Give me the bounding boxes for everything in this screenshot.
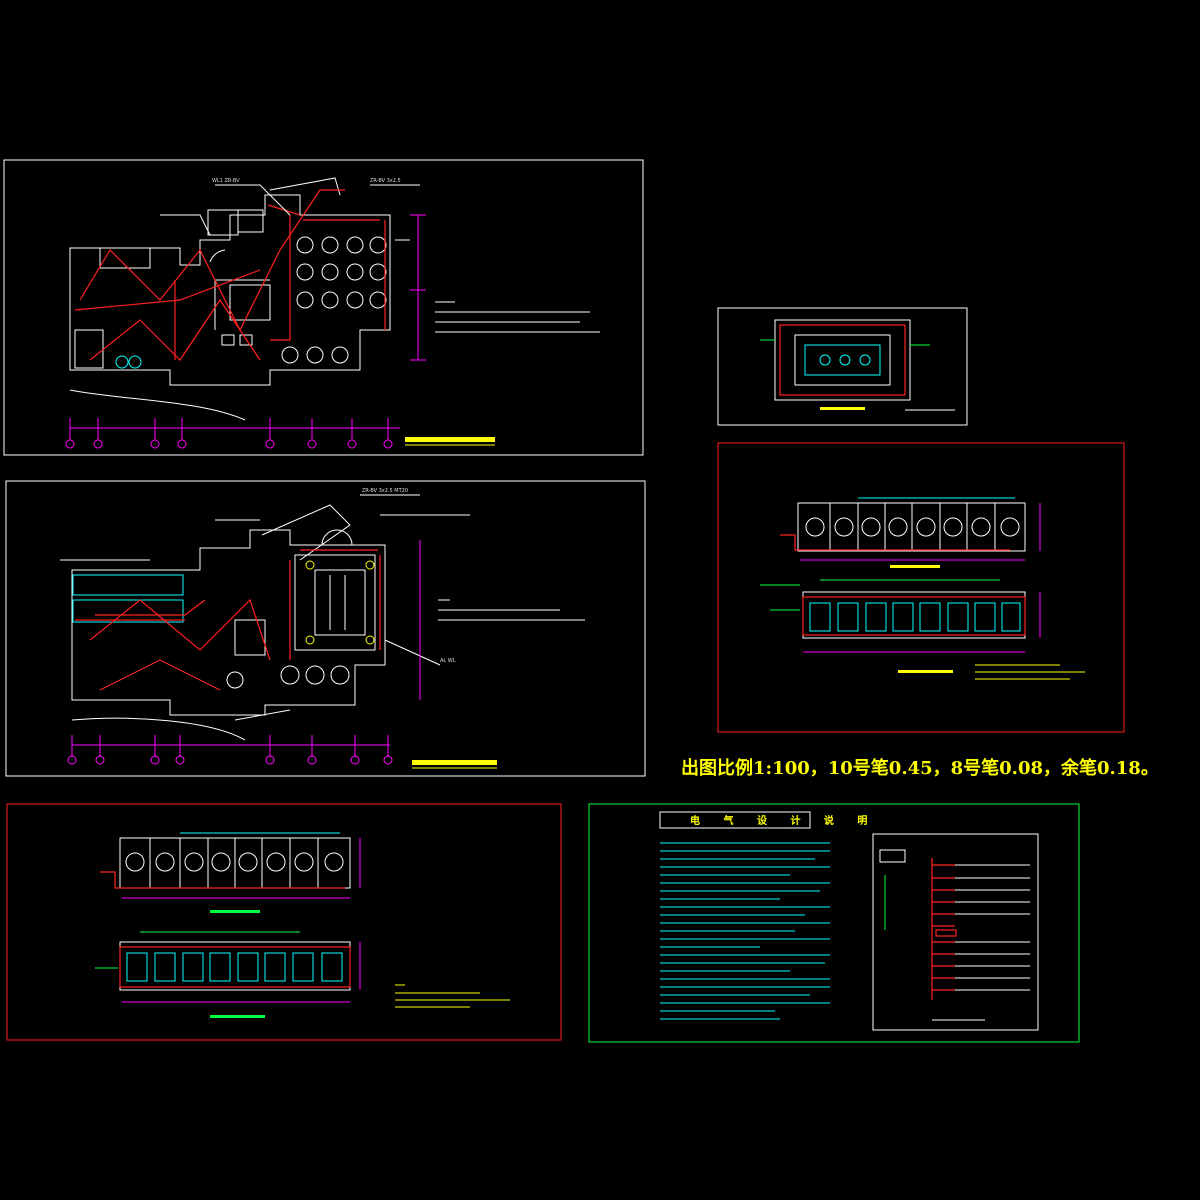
sheet-2-floor-power-plan: ZR-BV 3x2.5 MT20 AL WL bbox=[5, 480, 646, 777]
sheet-5-frame bbox=[6, 803, 562, 1041]
distribution-board-schematic bbox=[872, 833, 1039, 1031]
sheet-2-building-outline bbox=[71, 504, 386, 741]
sheet-4-frame bbox=[717, 442, 1125, 733]
design-notes-title-box bbox=[659, 811, 811, 829]
sheet-2-notes bbox=[438, 599, 585, 621]
sheet-1-notes bbox=[435, 301, 600, 333]
sheet-1-wiring bbox=[74, 189, 386, 361]
sheet-6-frame bbox=[588, 803, 1080, 1043]
svg-text:ZR-BV 3x2.5 MT20: ZR-BV 3x2.5 MT20 bbox=[362, 488, 408, 494]
scale-note: 出图比例1:100，10号笔0.45，8号笔0.08，余笔0.18。 bbox=[681, 757, 1159, 779]
sheet-2-title-bar bbox=[412, 760, 497, 769]
svg-text:AL WL: AL WL bbox=[440, 658, 456, 664]
sheet-2-leaders: ZR-BV 3x2.5 MT20 AL WL bbox=[60, 488, 470, 721]
sheet-1-dimensions bbox=[65, 214, 426, 449]
sheet-2-wiring bbox=[75, 549, 381, 691]
sheet-1-floor-lighting-plan: WL1 ZR-BV ZR-BV 3x2.5 bbox=[3, 159, 644, 456]
sheet-4-private-room-plans bbox=[717, 442, 1125, 733]
sheet-1-leaders: WL1 ZR-BV ZR-BV 3x2.5 bbox=[160, 178, 420, 241]
sheet-1-dining-tables bbox=[115, 236, 387, 369]
sheet-1-building-outline bbox=[69, 177, 391, 421]
sheet-2-frame bbox=[5, 480, 646, 777]
sheet-2-fixtures bbox=[226, 560, 375, 689]
sheet-6-electrical-design-notes: 电 气 设 计 说 明 bbox=[588, 803, 1080, 1043]
svg-text:WL1 ZR-BV: WL1 ZR-BV bbox=[212, 178, 240, 184]
sheet-1-title-bar bbox=[405, 437, 495, 446]
design-notes-text-lines bbox=[660, 842, 830, 1020]
svg-text:ZR-BV 3x2.5: ZR-BV 3x2.5 bbox=[370, 178, 401, 184]
sheet-3-detail-ceiling-plan bbox=[717, 307, 968, 426]
sheet-5-private-room-plans bbox=[6, 803, 562, 1041]
sheet-1-frame bbox=[3, 159, 644, 456]
sheet-3-frame bbox=[717, 307, 968, 426]
design-notes-title: 电 气 设 计 说 明 bbox=[690, 814, 877, 827]
sheet-2-dimensions bbox=[67, 540, 421, 765]
